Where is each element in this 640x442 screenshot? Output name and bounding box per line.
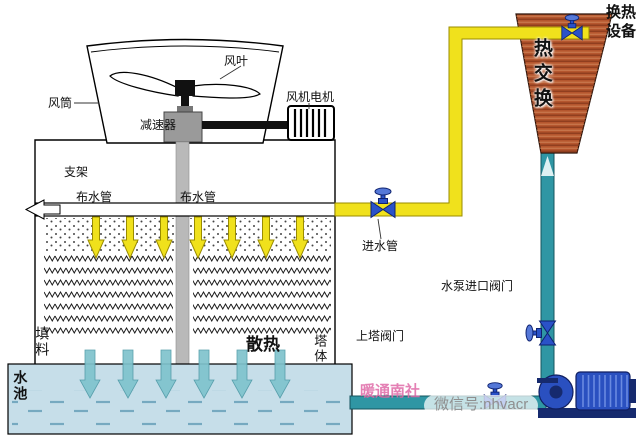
exchanger-equipment-label: 换热设备 xyxy=(606,4,637,40)
fan-duct-rim xyxy=(90,45,280,53)
fill-label: 填料 xyxy=(34,326,51,358)
pump-base xyxy=(538,408,636,418)
cold-drip-arrows xyxy=(79,349,291,399)
hot-water-pipe xyxy=(334,26,590,217)
spray-pipe-label-left: 布水管 xyxy=(76,190,113,204)
fill-pack-right xyxy=(193,254,331,336)
fan-blade-right xyxy=(192,83,261,99)
watermark-brand: 暖通南社 xyxy=(360,383,421,400)
pool-label: 水池 xyxy=(12,370,29,402)
heat-exchange-label: 热交换 xyxy=(530,38,552,113)
support-label: 支架 xyxy=(64,165,89,179)
motor-fins xyxy=(582,375,628,407)
motor-shaft xyxy=(202,121,288,129)
cooling-tower xyxy=(24,38,336,365)
hot-pipe-run xyxy=(334,26,590,217)
fan-blade-label: 风叶 xyxy=(224,54,249,68)
tower-body-label: 塔体 xyxy=(312,334,328,364)
exchanger-coils xyxy=(516,14,612,153)
flow-up-arrow xyxy=(541,156,554,176)
watermark-wechat: 微信号:nhvacr xyxy=(424,395,539,416)
hot-water-spray-arrows xyxy=(87,216,309,260)
spray-water-pipe xyxy=(35,202,336,217)
reducer-label: 减速器 xyxy=(140,118,177,132)
fan-hub xyxy=(175,80,195,96)
heat-exchanger xyxy=(515,13,613,154)
pump-eye xyxy=(549,385,563,399)
water-pool xyxy=(7,349,353,435)
inlet-pipe-label: 进水管 xyxy=(362,239,399,253)
pool-water-dashes xyxy=(12,390,348,430)
outflow-arrow xyxy=(24,199,61,220)
heat-dissipation-label: 散热 xyxy=(246,335,280,354)
fill-pack-left xyxy=(44,254,173,336)
pump xyxy=(537,371,636,418)
central-column xyxy=(175,141,190,365)
reducer-cap xyxy=(177,106,193,114)
spray-pipe-label-right: 布水管 xyxy=(180,190,217,204)
fan-blade-left xyxy=(109,71,179,97)
motor-endcap xyxy=(629,379,636,403)
pump-discharge-riser xyxy=(540,147,555,391)
pump-inlet-valve-label: 水泵进口阀门 xyxy=(441,279,514,293)
fan-motor-body xyxy=(287,105,335,141)
leader-lines xyxy=(74,65,382,240)
fan-shaft xyxy=(181,94,189,116)
tower-valve-label: 上塔阀门 xyxy=(356,329,405,343)
discharge-flange xyxy=(537,378,558,383)
fan-duct-label: 风筒 xyxy=(48,96,73,110)
fan-motor-label: 风机电机 xyxy=(286,90,335,104)
